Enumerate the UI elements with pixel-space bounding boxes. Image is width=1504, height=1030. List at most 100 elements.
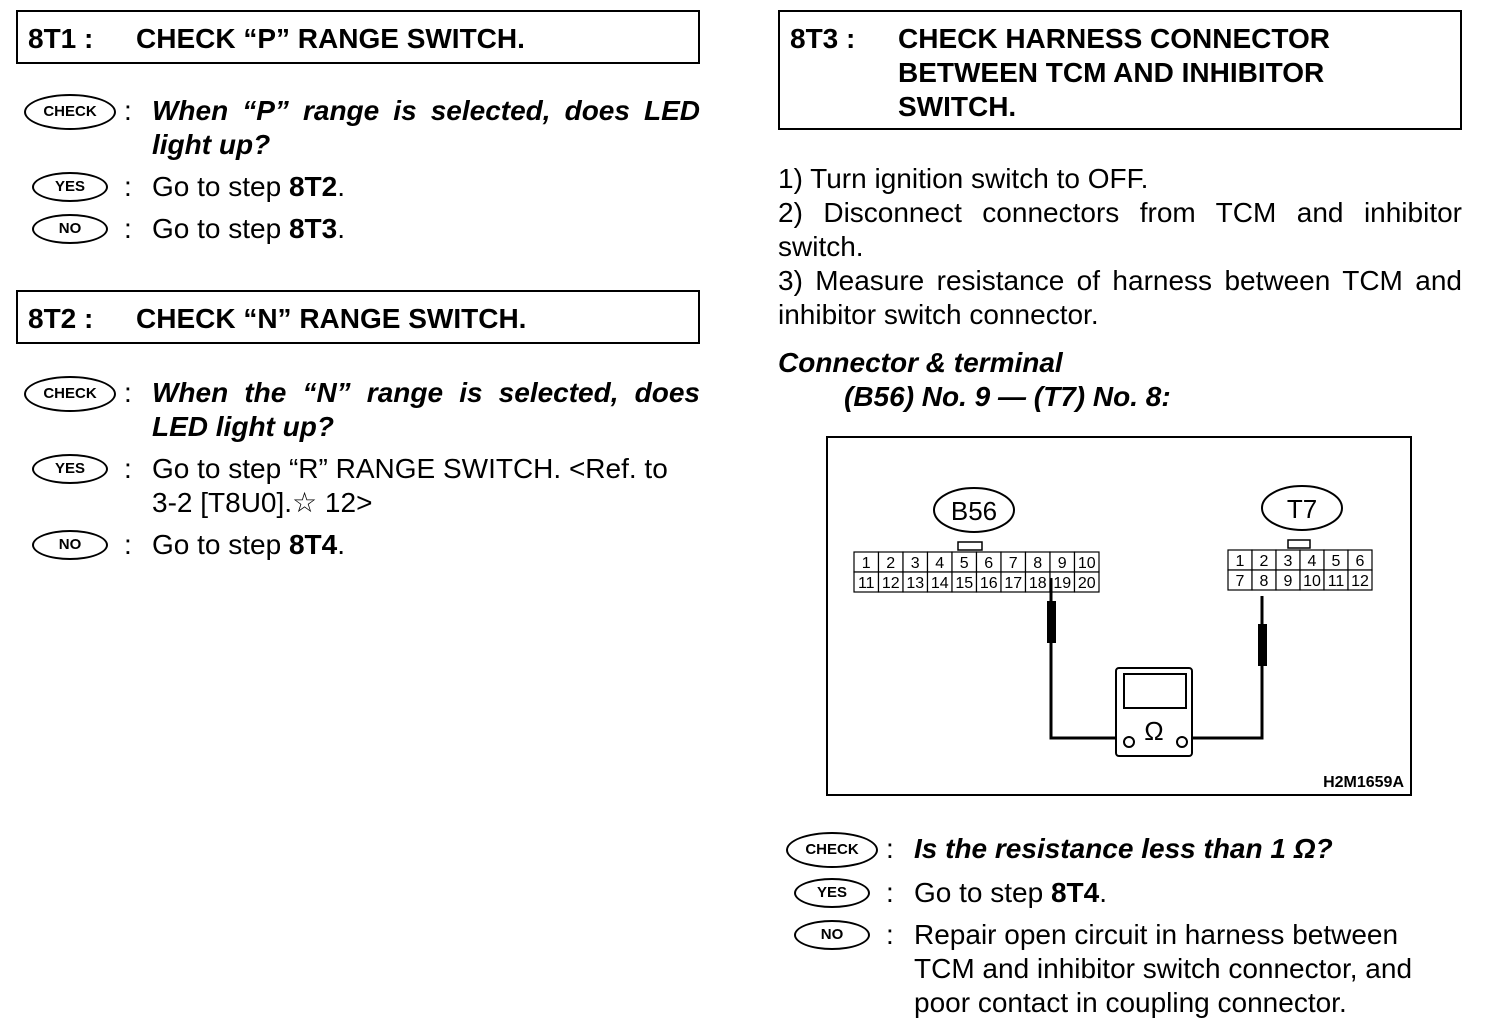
connector-spec: Connector & terminal (B56) No. 9 — (T7) … — [778, 346, 1462, 414]
terminal-number: 7 — [1236, 573, 1245, 590]
no-badge-icon: NO — [32, 214, 108, 244]
answer-text: Go to step — [152, 529, 289, 560]
check-question: When the “N” range is selected, does LED… — [152, 377, 700, 442]
terminal-number: 9 — [1058, 555, 1067, 572]
answer-suffix: . — [1099, 877, 1107, 908]
terminal-cell — [1073, 571, 1100, 593]
no-row: NO : Go to step 8T4. — [16, 528, 700, 562]
yes-badge-icon: YES — [794, 878, 870, 908]
probe-a-wire — [1049, 643, 1126, 740]
terminal-number: 13 — [906, 575, 924, 592]
procedure-step: 3) Measure resistance of harness between… — [778, 265, 1462, 330]
probe-a-handle — [1047, 601, 1056, 643]
terminal-number: 11 — [858, 575, 875, 592]
yes-badge-icon: YES — [32, 172, 108, 202]
check-row: CHECK : When “P” range is selected, does… — [16, 94, 700, 162]
check-question: Is the resistance less than 1 Ω? — [914, 833, 1333, 864]
terminal-number: 5 — [960, 555, 969, 572]
terminal-number: 1 — [862, 555, 871, 572]
yes-row: YES : Go to step 8T4. — [778, 876, 1462, 910]
yes-answer: Go to step 8T2. — [152, 170, 700, 204]
step-title: CHECK HARNESS CONNECTOR BETWEEN TCM AND … — [898, 23, 1330, 122]
yes-answer: Go to step 8T4. — [914, 876, 1462, 910]
connector-t7-label: T7 — [1287, 494, 1317, 524]
terminal-number: 7 — [1009, 555, 1018, 572]
terminal-number: 5 — [1332, 553, 1341, 570]
step-8t1-header: 8T1 : CHECK “P” RANGE SWITCH. — [16, 10, 700, 64]
ohmmeter-display — [1123, 673, 1187, 709]
terminal-number: 18 — [1029, 575, 1047, 592]
colon: : — [124, 213, 132, 244]
terminal-number: 6 — [1356, 553, 1365, 570]
terminal-number: 8 — [1260, 573, 1269, 590]
terminal-number: 12 — [882, 575, 900, 592]
colon: : — [124, 171, 132, 202]
terminal-number: 3 — [1284, 553, 1293, 570]
colon: : — [124, 95, 132, 126]
no-badge-icon: NO — [794, 920, 870, 950]
colon: : — [124, 377, 132, 408]
meter-terminal-left — [1123, 736, 1135, 748]
connector-t7-label-oval — [1261, 485, 1343, 531]
colon: : — [124, 453, 132, 484]
figure-id: H2M1659A — [1323, 774, 1404, 791]
step-link[interactable]: 8T3 — [288, 213, 338, 244]
step-title: CHECK “P” RANGE SWITCH. — [136, 23, 525, 54]
connector-t7-latch — [1287, 539, 1311, 549]
no-badge-icon: NO — [32, 530, 108, 560]
step-number: 8T2 : — [28, 303, 94, 334]
check-badge-icon: CHECK — [24, 376, 116, 412]
check-row: CHECK : When the “N” range is selected, … — [16, 376, 700, 444]
colon: : — [886, 877, 894, 908]
procedure-step: 2) Disconnect connectors from TCM and in… — [778, 197, 1462, 262]
terminal-number: 16 — [980, 575, 998, 592]
step-8t1-qa: CHECK : When “P” range is selected, does… — [16, 94, 700, 254]
step-title: CHECK “N” RANGE SWITCH. — [136, 303, 527, 334]
yes-badge-icon: YES — [32, 454, 108, 484]
terminal-number: 10 — [1078, 555, 1096, 572]
no-row: NO : Repair open circuit in harness betw… — [778, 918, 1462, 1020]
terminal-number: 6 — [984, 555, 993, 572]
terminal-number: 10 — [1303, 573, 1321, 590]
procedure-list: 1) Turn ignition switch to OFF. 2) Disco… — [778, 162, 1462, 332]
ohm-symbol-icon: Ω — [1144, 716, 1163, 746]
step-number: 8T1 : — [28, 23, 94, 54]
answer-text: Go to step — [152, 171, 289, 202]
terminal-number: 3 — [911, 555, 920, 572]
yes-row: YES : Go to step 8T2. — [16, 170, 700, 204]
answer-suffix: . — [337, 529, 345, 560]
reference-link[interactable]: Go to step “R” RANGE SWITCH. <Ref. to 3-… — [152, 453, 668, 518]
step-8t2-header: 8T2 : CHECK “N” RANGE SWITCH. — [16, 290, 700, 344]
connector-heading: Connector & terminal — [778, 347, 1063, 378]
terminal-number: 11 — [1328, 573, 1345, 590]
check-question: When “P” range is selected, does LED lig… — [152, 95, 700, 160]
answer-suffix: . — [337, 213, 345, 244]
step-number: 8T3 : — [790, 23, 856, 54]
check-badge-icon: CHECK — [786, 832, 878, 868]
step-link[interactable]: 8T4 — [1050, 877, 1100, 908]
yes-answer: Go to step “R” RANGE SWITCH. <Ref. to 3-… — [152, 452, 700, 520]
no-answer: Repair open circuit in harness between T… — [914, 919, 1413, 1018]
terminal-number: 4 — [1308, 553, 1317, 570]
colon: : — [124, 529, 132, 560]
terminal-number: 17 — [1004, 575, 1022, 592]
procedure-step: 1) Turn ignition switch to OFF. — [778, 163, 1149, 194]
terminal-number: 9 — [1284, 573, 1293, 590]
terminal-number: 19 — [1053, 575, 1071, 592]
step-link[interactable]: 8T2 — [288, 171, 338, 202]
step-link[interactable]: 8T4 — [288, 529, 338, 560]
step-8t2-qa: CHECK : When the “N” range is selected, … — [16, 376, 700, 570]
terminal-number: 1 — [1236, 553, 1245, 570]
terminal-number: 20 — [1078, 575, 1096, 592]
step-8t3-header: 8T3 : CHECK HARNESS CONNECTOR BETWEEN TC… — [778, 10, 1462, 130]
no-row: NO : Go to step 8T3. — [16, 212, 700, 246]
connector-terminals: (B56) No. 9 — (T7) No. 8: — [844, 381, 1171, 412]
check-row: CHECK : Is the resistance less than 1 Ω? — [778, 832, 1462, 868]
answer-suffix: . — [337, 171, 345, 202]
connector-b56-latch — [957, 541, 983, 551]
no-answer: Go to step 8T4. — [152, 528, 700, 562]
yes-row: YES : Go to step “R” RANGE SWITCH. <Ref.… — [16, 452, 700, 520]
